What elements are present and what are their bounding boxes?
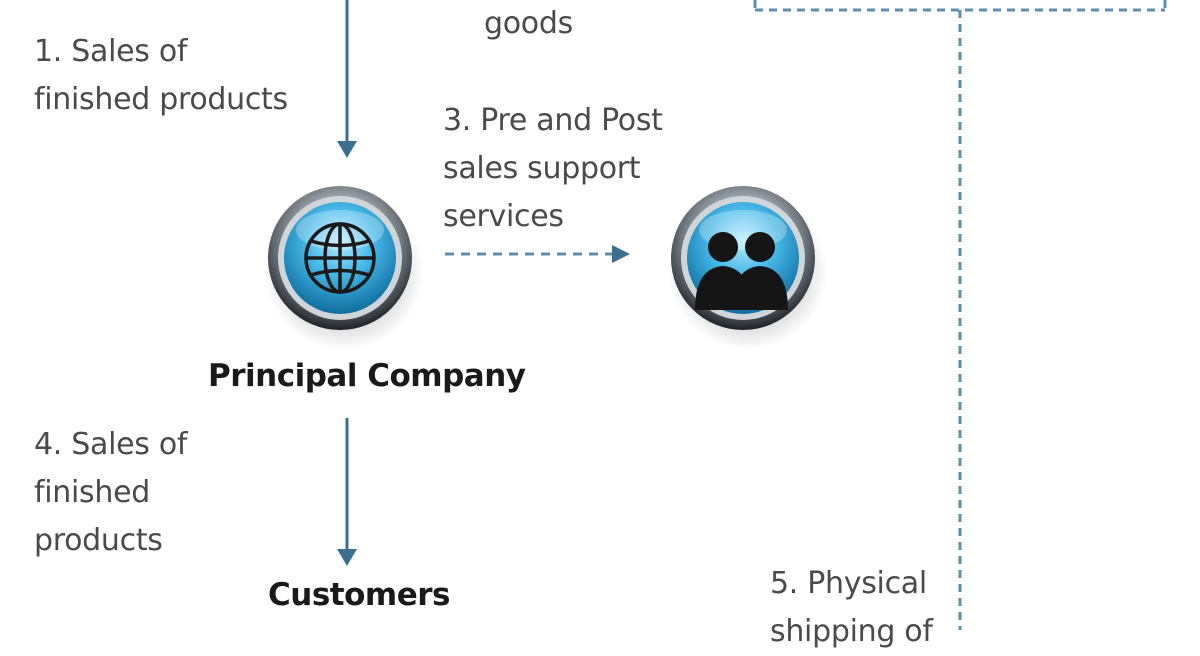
principal-company-label: Principal Company: [208, 358, 526, 394]
edge-1-label: 1. Sales of finished products: [34, 34, 288, 117]
edge-3-label: 3. Pre and Post sales support services: [443, 103, 663, 234]
people-icon: [695, 232, 788, 310]
dashed-frame-top-right: [753, 0, 1167, 12]
globe-icon: [304, 222, 376, 294]
connectors: [264, 0, 1167, 630]
diagram-canvas: goods 1. Sales of finished products 3. P…: [34, 0, 1167, 649]
goods-label: goods: [484, 6, 573, 41]
edge-4-label: 4. Sales of finished products: [34, 427, 188, 558]
arrow-support-services: [445, 245, 630, 263]
arrow-sales-to-customers: [337, 418, 357, 566]
arrow-sales-to-principal: [337, 0, 357, 158]
principal-company-node: [264, 186, 424, 350]
customers-label: Customers: [268, 577, 450, 613]
edge-5-label: 5. Physical shipping of: [770, 566, 933, 649]
support-services-node: [668, 186, 828, 350]
